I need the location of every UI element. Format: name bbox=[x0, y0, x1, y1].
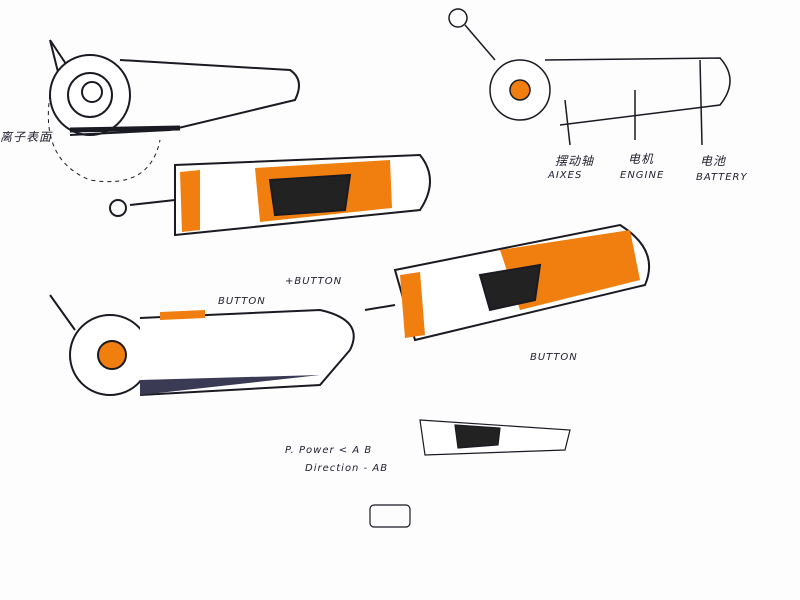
sketch-bottom-left-tool bbox=[49, 294, 355, 396]
engine-label: ENGINE bbox=[620, 170, 665, 181]
sketch-small-tool bbox=[369, 419, 571, 528]
left-note-cn: 离子表面 bbox=[0, 130, 53, 144]
sketch-right-tool bbox=[364, 223, 650, 342]
button-plus-label: +BUTTON bbox=[285, 276, 343, 287]
sketch-top-right-tool bbox=[448, 8, 731, 146]
axes-label-cn: 摆动轴 bbox=[555, 154, 595, 168]
battery-label: BATTERY bbox=[696, 172, 748, 183]
button-right-label: BUTTON bbox=[530, 352, 578, 363]
axes-label: AIXES bbox=[548, 170, 583, 181]
power-note: P. Power < A B bbox=[285, 445, 373, 456]
battery-label-cn: 电池 bbox=[700, 154, 727, 168]
sketch-middle-tool bbox=[109, 153, 431, 237]
engine-label-cn: 电机 bbox=[628, 152, 655, 166]
sketch-top-left-tool bbox=[47, 39, 300, 183]
direction-note: Direction - AB bbox=[305, 463, 389, 474]
button-left-label: BUTTON bbox=[218, 296, 266, 307]
